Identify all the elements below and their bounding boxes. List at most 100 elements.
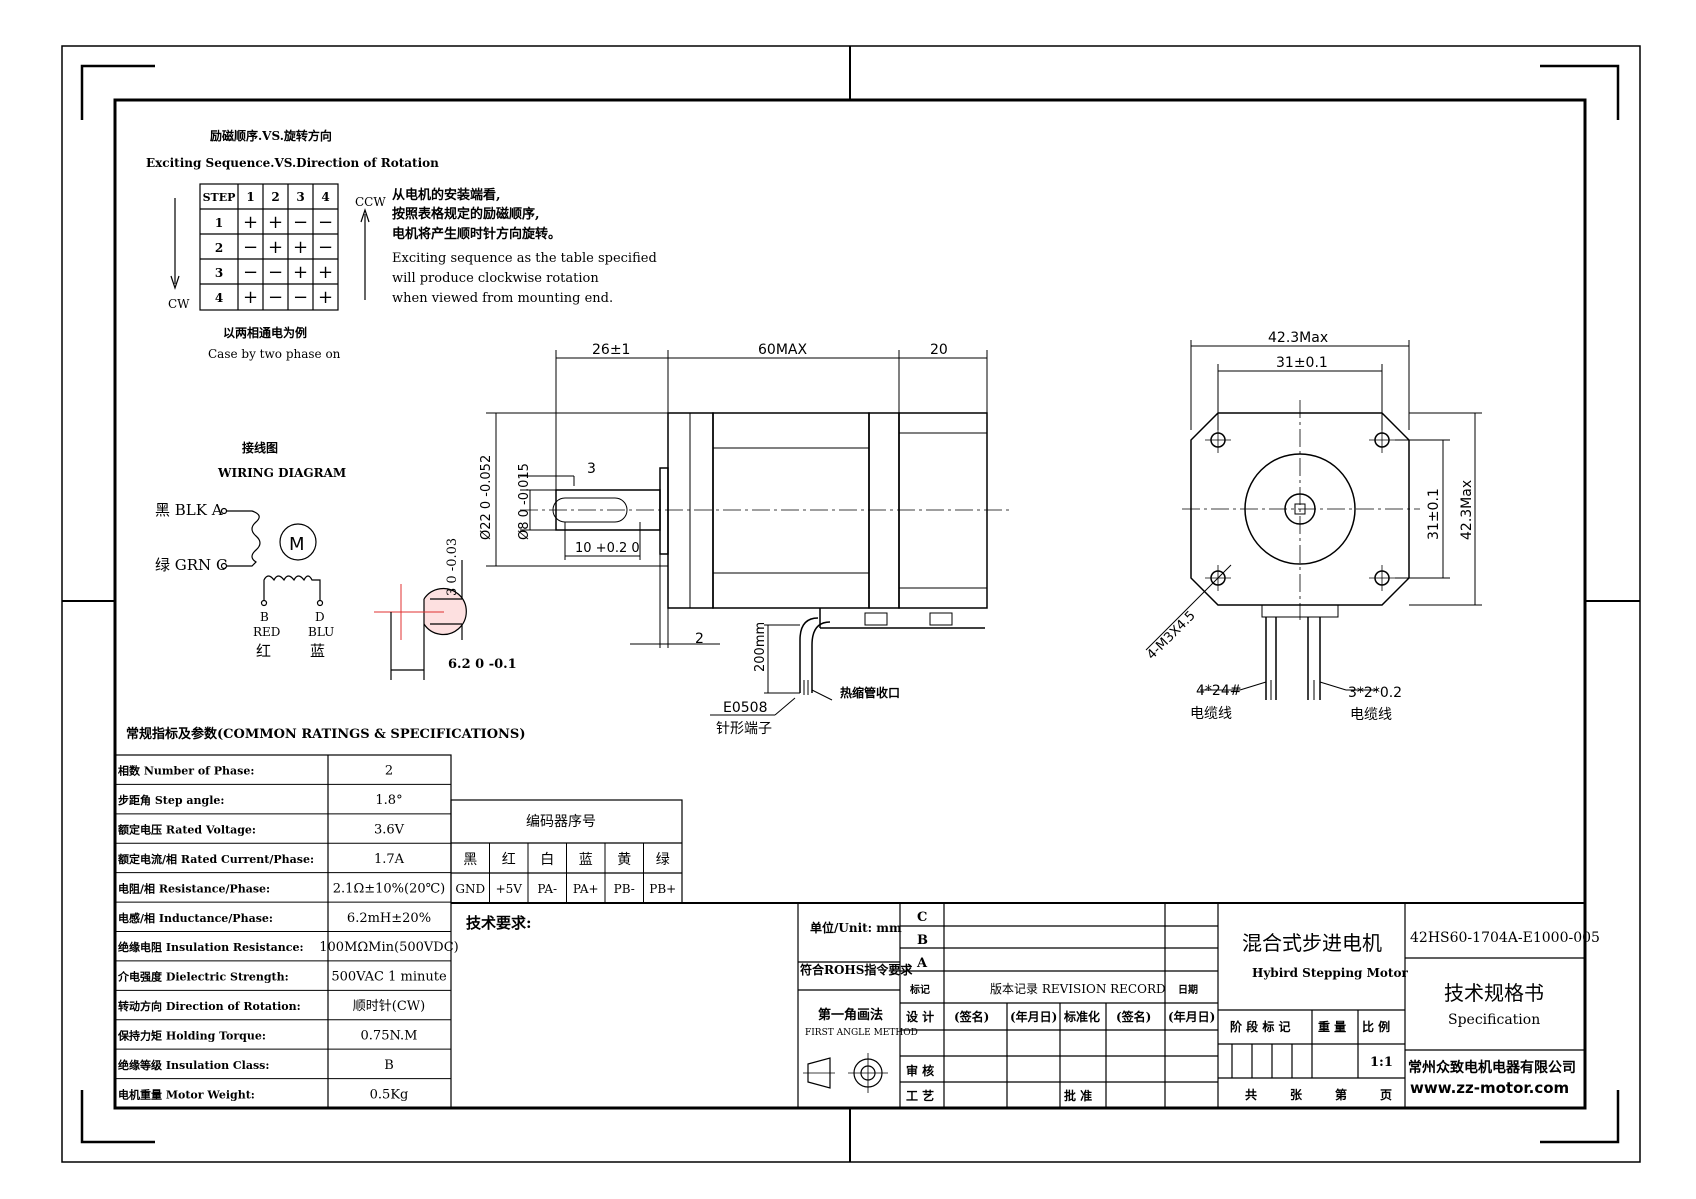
- spec-row-lines: [115, 783, 451, 1080]
- dim-10: 10 +0.2 0: [575, 541, 640, 556]
- spec-label: 电感/相 Inductance/Phase:: [118, 911, 273, 925]
- phase-header: 3: [296, 190, 304, 204]
- wire-d-letter: D: [315, 610, 325, 624]
- encoder-signal: PB+: [649, 882, 676, 896]
- specifications-table: 常规指标及参数(COMMON RATINGS & SPECIFICATIONS)…: [114, 726, 525, 1109]
- excitation-section: 励磁顺序.VS.旋转方向 Exciting Sequence.VS.Direct…: [146, 128, 657, 361]
- dim-200mm: 200mm: [753, 622, 768, 672]
- motor-symbol: M: [289, 534, 305, 555]
- sign-label-1: (签名): [954, 1009, 989, 1024]
- wire-d-cn: 蓝: [310, 642, 325, 660]
- excitation-sign: +: [293, 262, 308, 283]
- encoder-wire-color: 蓝: [579, 852, 593, 868]
- motor-side-view: 26±1 60MAX 20 3 Ø22 0 -0.052 Ø8 0 -0.015…: [479, 342, 1010, 737]
- excitation-sign: +: [318, 262, 333, 283]
- excitation-sign: −: [318, 237, 333, 258]
- encoder-wire-color: 绿: [656, 852, 670, 868]
- wire-b-cn: 红: [256, 642, 271, 660]
- sheets-unit-label: 张: [1290, 1087, 1303, 1102]
- excitation-sign: +: [318, 287, 333, 308]
- revision-record-label: 版本记录 REVISION RECORD: [990, 982, 1166, 996]
- dim-22: Ø22 0 -0.052: [479, 455, 494, 540]
- wire-d-en: BLU: [308, 625, 334, 639]
- phase-header: 1: [246, 190, 254, 204]
- excitation-sign: −: [268, 262, 283, 283]
- product-name-en: Hybird Stepping Motor: [1252, 966, 1408, 980]
- excitation-title-cn: 励磁顺序.VS.旋转方向: [210, 128, 332, 143]
- standardize-label: 标准化: [1063, 1009, 1100, 1024]
- spec-value: 0.5Kg: [370, 1087, 409, 1102]
- wiring-title-en: WIRING DIAGRAM: [217, 466, 346, 480]
- encoder-wire-color: 黄: [617, 851, 631, 868]
- ccw-label: CCW: [355, 195, 386, 209]
- wire-b-en: RED: [253, 625, 280, 639]
- motor-front-view: 42.3Max 31±0.1 31±0.1 42.3Max 4-M3X4.5 4…: [1144, 330, 1482, 723]
- document-type-en: Specification: [1448, 1012, 1540, 1028]
- excitation-sign: −: [243, 237, 258, 258]
- rotation-arrows: [170, 198, 370, 300]
- cw-label: CW: [168, 297, 190, 311]
- scale-label: 比 例: [1362, 1019, 1390, 1034]
- step-number: 3: [215, 266, 223, 280]
- excitation-sign: −: [243, 262, 258, 283]
- front-dim-31-side: 31±0.1: [1426, 488, 1442, 540]
- wiring-diagram: 接线图 WIRING DIAGRAM 黑 BLK A 绿 GRN C M B R…: [155, 440, 346, 660]
- dim-20: 20: [930, 342, 948, 358]
- spec-label: 介电强度 Dielectric Strength:: [117, 970, 289, 984]
- case-en: Case by two phase on: [208, 347, 341, 361]
- front-dim-423-top: 42.3Max: [1268, 330, 1328, 346]
- excitation-sign: +: [243, 212, 258, 233]
- encoder-signal: PB-: [614, 882, 635, 896]
- wiring-title-cn: 接线图: [242, 440, 278, 455]
- spec-value: 2: [385, 764, 393, 779]
- dim-60max: 60MAX: [758, 342, 807, 358]
- e0508-label: E0508: [723, 700, 767, 716]
- part-number: 42HS60-1704A-E1000-005: [1410, 930, 1600, 946]
- design-label: 设 计: [906, 1009, 934, 1024]
- cable1-spec: 4*24#: [1196, 683, 1241, 699]
- phase-header: 2: [271, 190, 279, 204]
- heat-shrink-label: 热缩管收口: [840, 685, 900, 700]
- screw-spec: 4-M3X4.5: [1144, 608, 1198, 662]
- spec-value: 6.2mH±20%: [347, 911, 431, 926]
- spec-value: 0.75N.M: [361, 1028, 418, 1043]
- spec-value: 1.8°: [375, 793, 402, 808]
- dim-2: 2: [695, 631, 704, 647]
- sheets-total-label: 共: [1245, 1087, 1257, 1102]
- step-number: 1: [215, 216, 223, 230]
- scale-value: 1:1: [1370, 1055, 1393, 1070]
- sheet-no-label: 第: [1335, 1087, 1347, 1102]
- first-angle-projection-symbol: [803, 1053, 888, 1093]
- spec-value: 2.1Ω±10%(20℃): [333, 881, 445, 896]
- date-label-2: (年月日): [1168, 1009, 1215, 1024]
- cable2-cn: 电缆线: [1350, 707, 1392, 723]
- approve-label: 批 准: [1064, 1088, 1092, 1103]
- title-block: 技术要求: 单位/Unit: mm 符合ROHS指令要求 第一角画法 FIRST…: [451, 902, 1600, 1108]
- spec-value: 500VAC 1 minute: [331, 970, 447, 985]
- shaft-flat-dimension: 3 0 -0.03: [445, 538, 460, 596]
- encoder-signal: PA-: [537, 882, 557, 896]
- process-label: 工 艺: [906, 1088, 934, 1103]
- review-label: 审 核: [906, 1063, 934, 1078]
- spec-label: 绝缘等级 Insulation Class:: [118, 1058, 269, 1072]
- spec-label: 相数 Number of Phase:: [118, 764, 254, 778]
- spec-label: 保持力矩 Holding Torque:: [117, 1028, 266, 1042]
- spec-value: 100MΩMin(500VDC): [319, 940, 458, 955]
- excitation-note-2: 按照表格规定的励磁顺序,: [392, 206, 540, 222]
- excitation-title-en: Exciting Sequence.VS.Direction of Rotati…: [146, 156, 439, 170]
- company-website: www.zz-motor.com: [1410, 1079, 1569, 1097]
- excitation-sign: +: [243, 287, 258, 308]
- step-number: 2: [215, 241, 223, 255]
- rev-mark-c: C: [917, 910, 927, 925]
- case-cn: 以两相通电为例: [223, 325, 307, 340]
- spec-label: 绝缘电阻 Insulation Resistance:: [118, 940, 304, 954]
- excitation-sign: +: [293, 237, 308, 258]
- date-label-1: (年月日): [1010, 1009, 1057, 1024]
- product-name-cn: 混合式步进电机: [1242, 931, 1382, 955]
- rev-mark-b: B: [917, 933, 928, 948]
- spec-label: 额定电流/相 Rated Current/Phase:: [118, 852, 314, 866]
- excitation-sign: −: [293, 287, 308, 308]
